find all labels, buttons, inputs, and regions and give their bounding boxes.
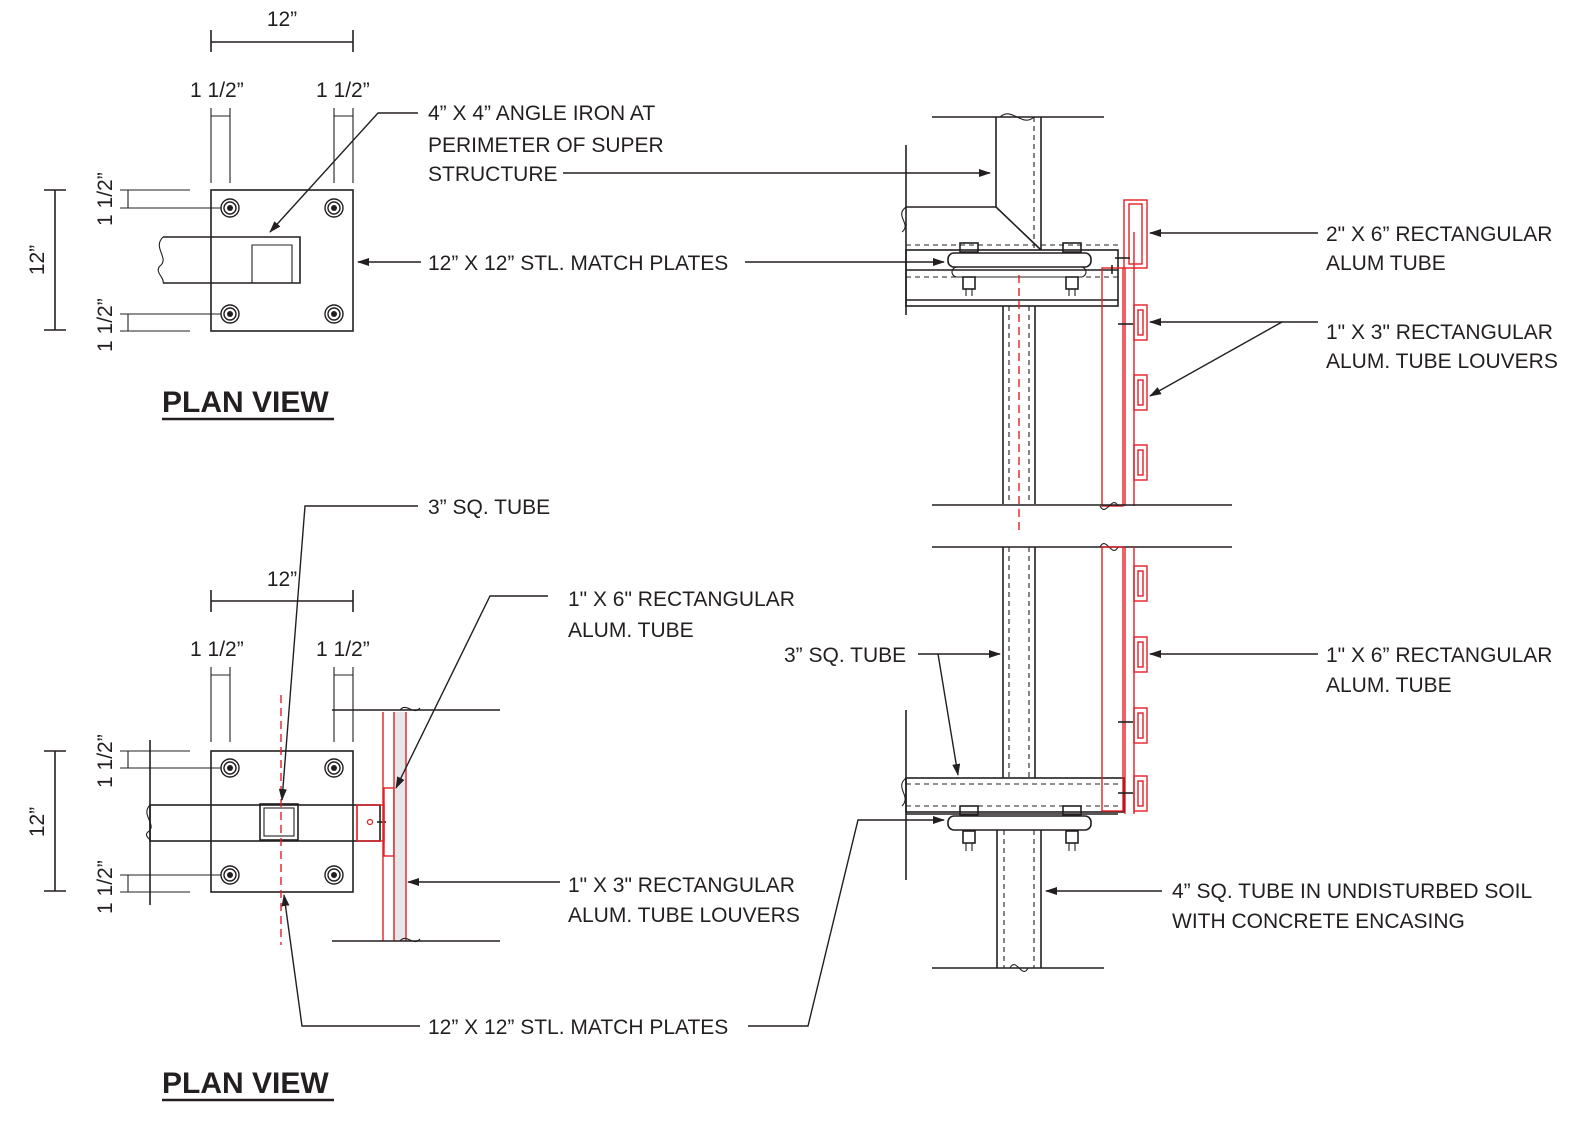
svg-text:PERIMETER OF SUPER: PERIMETER OF SUPER [428,134,664,157]
svg-text:1" X 6” RECTANGULAR: 1" X 6” RECTANGULAR [1326,644,1552,667]
callout-rect-tube-1x6-elev: 1" X 6” RECTANGULAR ALUM. TUBE [1326,644,1552,697]
svg-text:1" X 6" RECTANGULAR: 1" X 6" RECTANGULAR [568,588,795,611]
callout-match-plates-top: 12” X 12” STL. MATCH PLATES [428,252,728,275]
height-dimension: 12” [26,245,49,275]
square-tube-3in [259,803,299,841]
bolt-offset-bottom: 1 1/2” [94,298,117,352]
svg-text:4” X 4” ANGLE IRON AT: 4” X 4” ANGLE IRON AT [428,102,655,125]
bolt-offset-left: 1 1/2” [190,79,244,102]
bolt-icon [220,304,240,324]
callout-rect-tube-1x6-plan: 1" X 6" RECTANGULAR ALUM. TUBE [568,588,795,642]
svg-text:1" X 3" RECTANGULAR: 1" X 3" RECTANGULAR [568,874,795,897]
callout-sq-tube-plan: 3” SQ. TUBE [428,496,550,519]
bolt-icon [324,758,344,778]
bolt-offset-bottom: 1 1/2” [94,860,117,914]
view-title: PLAN VIEW [162,1067,329,1100]
bolt-icon [1062,805,1082,851]
rect-tube-2x6 [1123,199,1148,269]
svg-text:ALUM. TUBE LOUVERS: ALUM. TUBE LOUVERS [1326,350,1558,373]
plan-view-bottom: 12” 1 1/2” 1 1/2” 12” 1 1/2” 1 1/2” [26,568,500,1102]
section-elevation [901,113,1232,972]
louver [1133,304,1148,341]
match-plate-top [947,252,1092,268]
svg-text:2" X 6” RECTANGULAR: 2" X 6” RECTANGULAR [1326,223,1552,246]
bolt-icon [220,758,240,778]
bolt-icon [1062,242,1082,296]
match-plate-bottom [947,815,1092,831]
svg-text:ALUM. TUBE: ALUM. TUBE [1326,674,1452,697]
bolt-icon [220,198,240,218]
bolt-icon [324,304,344,324]
louver [1133,636,1148,673]
svg-text:WITH CONCRETE ENCASING: WITH CONCRETE ENCASING [1172,910,1465,933]
svg-text:STRUCTURE: STRUCTURE [428,163,558,186]
width-dimension: 12” [267,8,297,31]
width-dimension: 12” [267,568,297,591]
bolt-icon [324,865,344,885]
louver [1133,565,1148,602]
louver [1133,444,1148,481]
louver [1133,707,1148,744]
match-plate [210,189,354,332]
height-dimension: 12” [26,807,49,837]
callout-louvers-right: 1" X 3" RECTANGULAR ALUM. TUBE LOUVERS [1326,321,1558,373]
callout-sq-tube-4: 4” SQ. TUBE IN UNDISTURBED SOIL WITH CON… [1172,880,1532,933]
louver [1133,374,1148,411]
view-title: PLAN VIEW [162,386,329,419]
callout-match-plates-bottom: 12” X 12” STL. MATCH PLATES [428,1016,728,1039]
rect-tube-1x6-section [1101,267,1124,507]
callout-louvers-plan: 1" X 3" RECTANGULAR ALUM. TUBE LOUVERS [568,874,800,927]
louver [1133,775,1148,812]
bolt-icon [220,865,240,885]
callout-rect-tube-2x6: 2" X 6” RECTANGULAR ALUM TUBE [1326,223,1552,275]
callout-angle-iron: 4” X 4” ANGLE IRON AT PERIMETER OF SUPER… [428,102,664,186]
svg-text:4” SQ. TUBE IN UNDISTURBED SOI: 4” SQ. TUBE IN UNDISTURBED SOIL [1172,880,1532,903]
svg-text:ALUM. TUBE LOUVERS: ALUM. TUBE LOUVERS [568,904,800,927]
bolt-offset-left: 1 1/2” [190,638,244,661]
svg-text:1" X 3" RECTANGULAR: 1" X 3" RECTANGULAR [1326,321,1553,344]
svg-text:ALUM. TUBE: ALUM. TUBE [568,619,694,642]
bolt-offset-right: 1 1/2” [316,638,370,661]
callout-sq-tube-elev: 3” SQ. TUBE [784,644,906,667]
svg-text:ALUM TUBE: ALUM TUBE [1326,252,1446,275]
bolt-offset-right: 1 1/2” [316,79,370,102]
bolt-icon [959,242,979,296]
leader-lines [269,112,1318,1027]
angle-iron [163,236,301,284]
bolt-icon [959,805,979,851]
bolt-offset-top: 1 1/2” [94,172,117,226]
match-plate [210,750,354,893]
bolt-icon [324,198,344,218]
plan-view-top: 12” 1 1/2” 1 1/2” 12” 1 1/2” 1 1/2” [26,8,370,421]
bolt-offset-top: 1 1/2” [94,734,117,788]
